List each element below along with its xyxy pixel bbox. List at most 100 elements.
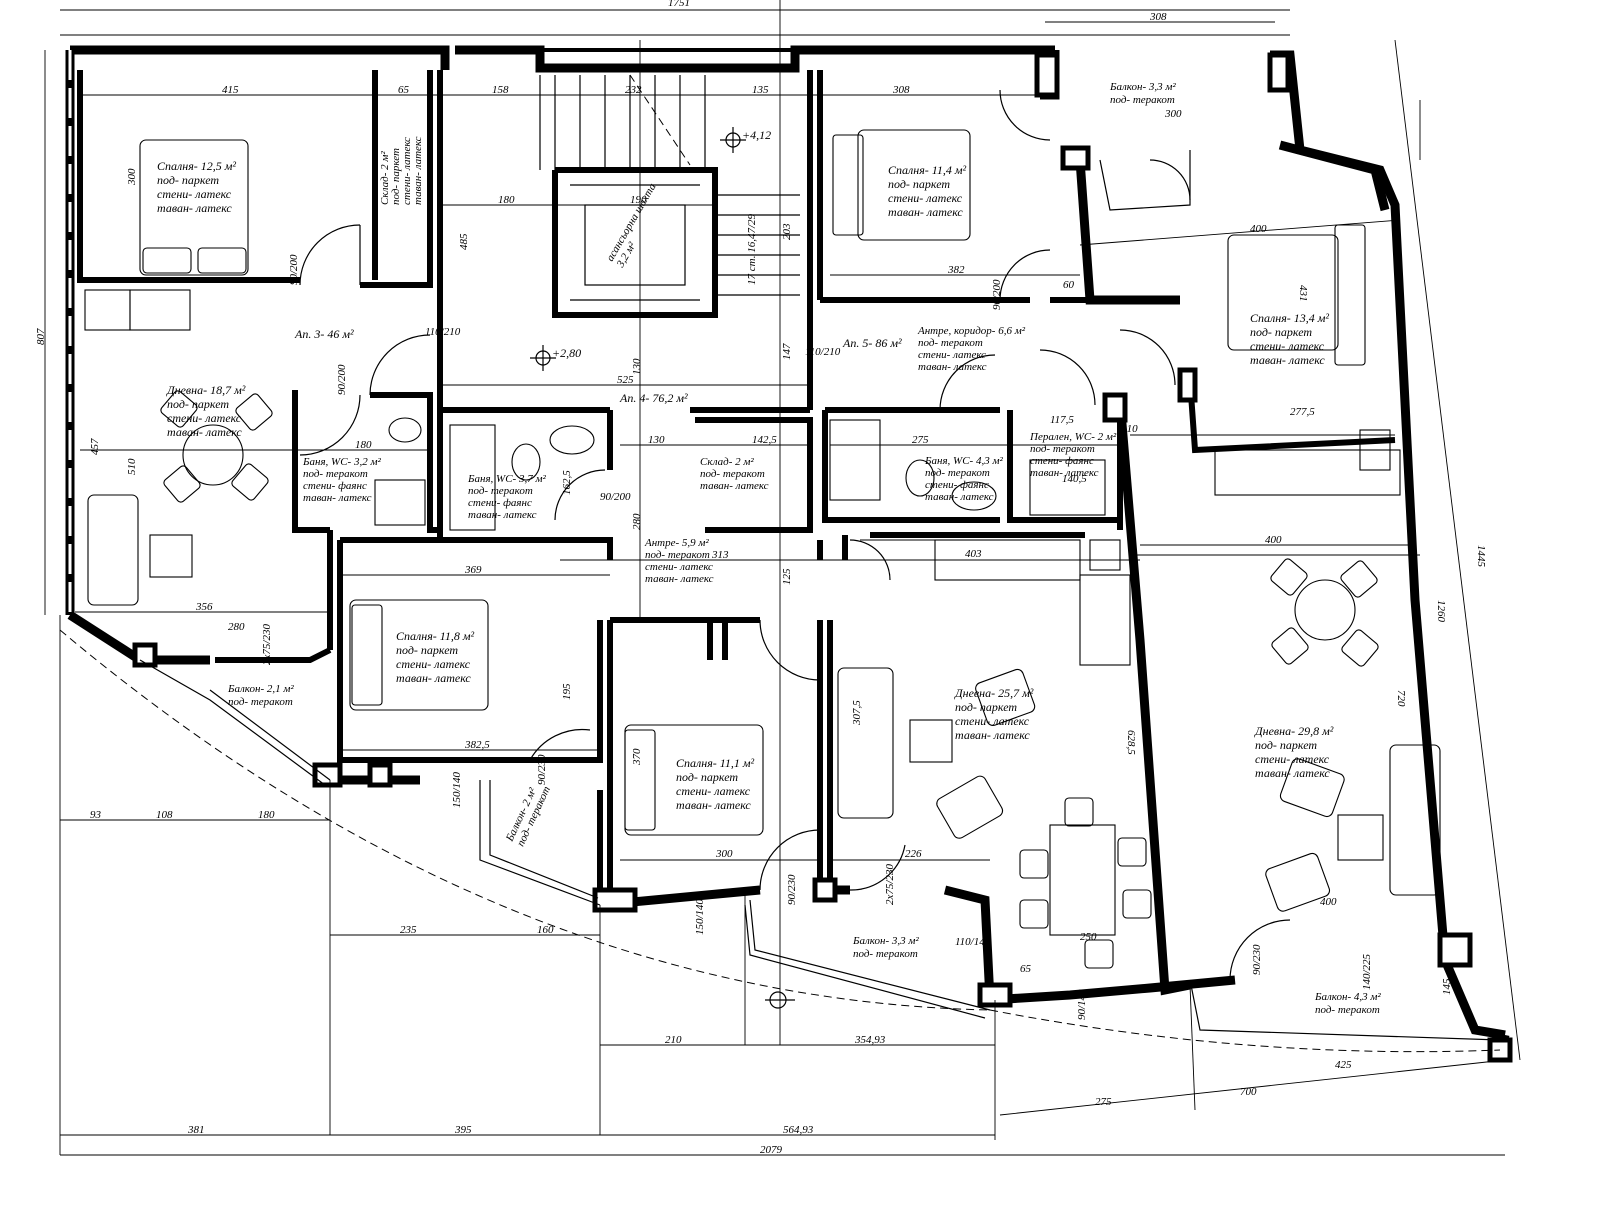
room-label: под- паркет — [167, 397, 229, 411]
apartment-label: Ап. 4- 76,2 м² — [619, 391, 688, 405]
dimension: 525 — [617, 374, 634, 386]
room-label: стени- латекс — [888, 191, 963, 205]
room-label: под- теракот — [853, 948, 918, 960]
room-label: стени- фаянс — [925, 479, 989, 491]
room-label: Склад- 2 м² — [700, 456, 754, 468]
room-label: таван- латекс — [676, 798, 751, 812]
level-label: +2,80 — [552, 346, 581, 360]
door-size: 140/225 — [1361, 953, 1373, 990]
door-size: 150/140 — [694, 898, 706, 935]
room-label: таван- латекс — [396, 671, 471, 685]
dimension: 1751 — [668, 0, 690, 9]
interior-walls — [77, 70, 1396, 905]
dimension: 628,5 — [1125, 730, 1137, 755]
room-label: Спалня- 13,4 м² — [1250, 311, 1329, 325]
dimension: 431 — [1297, 285, 1309, 302]
dimension: 382,5 — [464, 739, 490, 751]
dimension: 1260 — [1435, 600, 1447, 623]
room-label: под- паркет — [390, 148, 402, 205]
dimension: 1445 — [1475, 545, 1487, 568]
room-label: стени- латекс — [1250, 339, 1325, 353]
dimension: 400 — [1320, 896, 1337, 908]
room-label: Спалня- 11,4 м² — [888, 163, 967, 177]
room-label: под- паркет — [888, 177, 950, 191]
room-label: стени- фаянс — [468, 497, 532, 509]
dimension: 235 — [400, 924, 417, 936]
furniture — [84, 129, 1441, 969]
dimension: 160 — [537, 924, 554, 936]
door-size: 150/140 — [451, 771, 463, 808]
dimension: 162,5 — [561, 470, 573, 495]
room-label: Перален, WC- 2 м² — [1029, 431, 1117, 443]
dimension: 308 — [1149, 11, 1167, 23]
door-size: 90/230 — [1251, 944, 1263, 975]
dimension: 280 — [228, 621, 245, 633]
labels: Ап. 3- 46 м² Ап. 4- 76,2 м² Ап. 5- 86 м²… — [35, 0, 1487, 1156]
apartment-label: Ап. 5- 86 м² — [842, 336, 902, 350]
room-label: таван- латекс — [1250, 353, 1325, 367]
room-label: Дневна- 29,8 м² — [1254, 724, 1334, 738]
room-label: таван- латекс — [167, 425, 242, 439]
dimension: 280 — [631, 513, 643, 530]
room-label: под- теракот — [1030, 443, 1095, 455]
door-size: 90/230 — [786, 874, 798, 905]
room-label: таван- латекс — [1255, 766, 1330, 780]
room-label: Спалня- 11,8 м² — [396, 629, 475, 643]
room-label: Балкон- 2,1 м² — [227, 683, 294, 695]
room-label: под- теракот — [303, 468, 368, 480]
dimension: 300 — [1164, 108, 1182, 120]
room-label: таван- латекс — [925, 491, 994, 503]
dimension: 145 — [1441, 978, 1453, 995]
room-label: Дневна- 18,7 м² — [166, 383, 246, 397]
room-label: под- теракот — [1315, 1004, 1380, 1016]
room-label: под- теракот — [925, 467, 990, 479]
room-label: Спалня- 12,5 м² — [157, 159, 236, 173]
dimension-lines — [44, 0, 1521, 1156]
dimension: 60 — [1063, 279, 1075, 291]
door-size: 90/200 — [288, 254, 300, 285]
room-label: под- паркет — [676, 770, 738, 784]
room-label: под- паркет — [955, 700, 1017, 714]
room-label: стени- фаянс — [303, 480, 367, 492]
door-size: 90/230 — [536, 754, 548, 785]
dimension: 381 — [187, 1124, 205, 1136]
door-size: 110/140 — [955, 936, 991, 948]
dimension: 142,5 — [752, 434, 777, 446]
dimension: 277,5 — [1290, 406, 1315, 418]
dimension: 425 — [1335, 1059, 1352, 1071]
dimension: 485 — [458, 233, 470, 250]
dimension: 226 — [905, 848, 922, 860]
dimension: 807 — [35, 328, 47, 345]
dimension: 108 — [156, 809, 173, 821]
room-label: стени- латекс — [645, 561, 713, 573]
room-label: Балкон- 3,3 м² — [1109, 81, 1176, 93]
door-size: 90/140 — [1076, 989, 1088, 1020]
dimension: 93 — [90, 809, 102, 821]
dimension: 203 — [781, 223, 793, 240]
room-label: таван- латекс — [888, 205, 963, 219]
dimension: 457 — [89, 438, 101, 455]
dimension: 140,5 — [1062, 473, 1087, 485]
dimension: 65 — [398, 84, 410, 96]
dimension: 232 — [625, 84, 642, 96]
room-label: Спалня- 11,1 м² — [676, 756, 755, 770]
dimension: 2079 — [760, 1144, 783, 1156]
room-label: Балкон- 3,3 м² — [852, 935, 919, 947]
room-label: стени- латекс — [918, 349, 986, 361]
level-markers — [530, 127, 795, 1009]
dimension: 275 — [1095, 1096, 1112, 1108]
room-label: Баня, WC- 3,2 м² — [302, 456, 381, 468]
dimension: 110 — [1122, 423, 1138, 435]
dimension: 147 — [781, 343, 793, 360]
room-label: стени- латекс — [676, 784, 751, 798]
dimension: 700 — [1240, 1086, 1257, 1098]
room-label: таван- латекс — [918, 361, 987, 373]
room-label: стени- латекс — [955, 714, 1030, 728]
room-label: стени- латекс — [1255, 752, 1330, 766]
dimension: 400 — [1265, 534, 1282, 546]
dimension: 158 — [492, 84, 509, 96]
dimension: 300 — [715, 848, 733, 860]
dimension: 300 — [126, 168, 138, 186]
dimension: 130 — [648, 434, 665, 446]
dimension: 275 — [912, 434, 929, 446]
